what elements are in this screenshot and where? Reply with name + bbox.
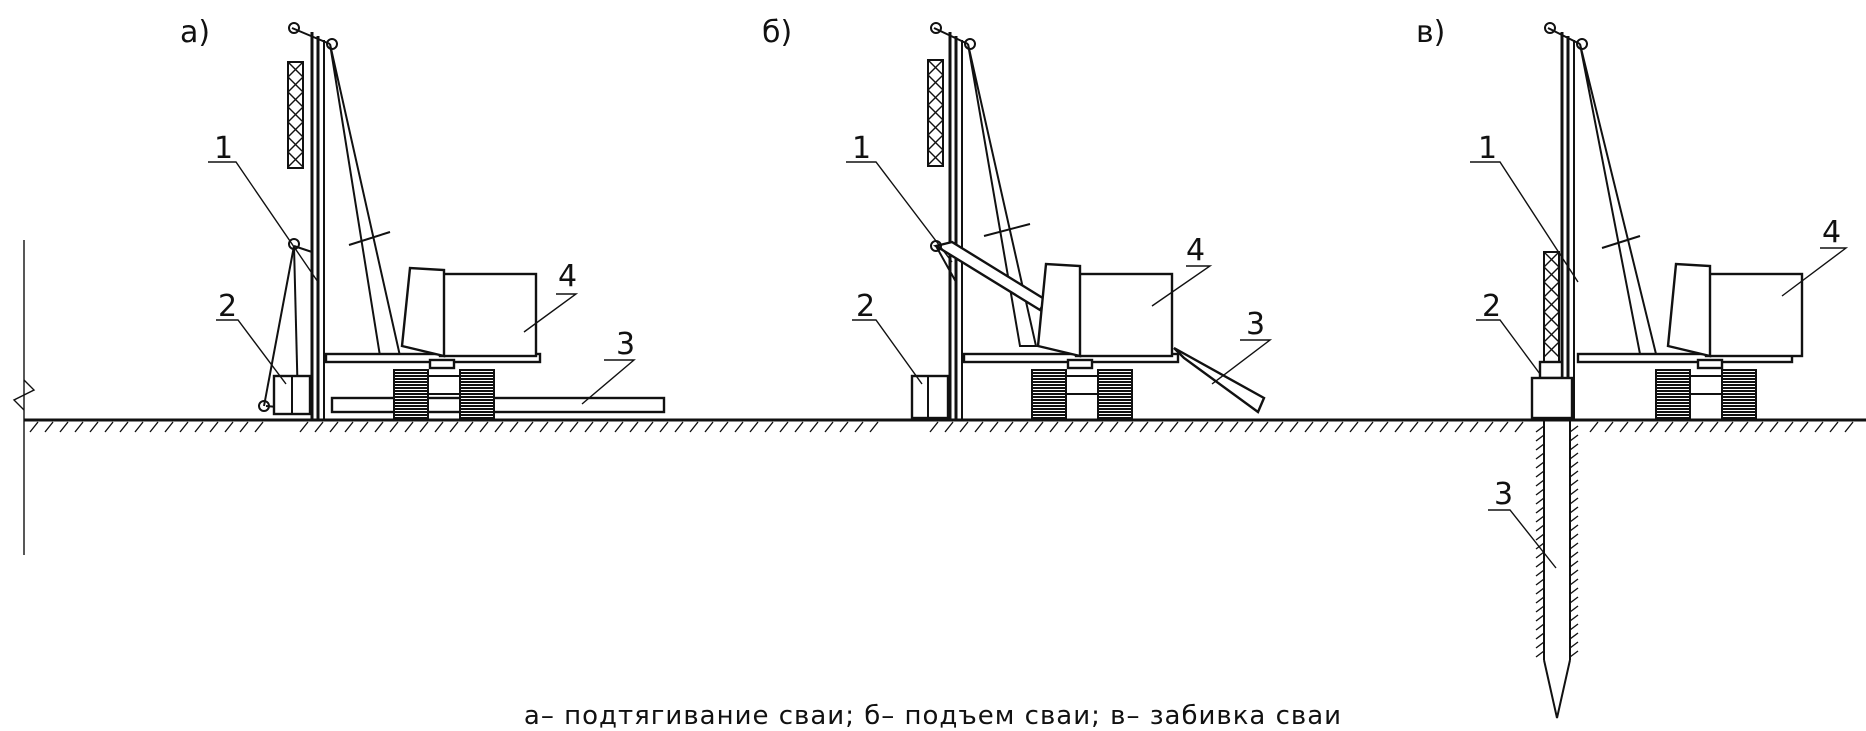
pile-driven-in-ground [1535,420,1579,719]
callout-4: 4 [1186,233,1205,268]
base-machine [962,262,1266,419]
callout-3: 3 [616,327,635,362]
pile-being-lifted [930,240,1048,312]
base-machine [324,266,542,419]
callout-3: 3 [1246,307,1265,342]
head-block [272,374,312,416]
panel-c-label: в) [1416,15,1445,50]
hammer-lattice [927,59,944,167]
panel-c: в) [1416,15,1849,719]
hammer-lattice [287,61,304,169]
figure-caption: а– подтягивание сваи; б– подъем сваи; в–… [524,701,1342,731]
callout-1: 1 [214,131,233,166]
pile-driver-mast [1544,22,1588,420]
panel-b: б) [762,15,1273,420]
panel-b-label: б) [762,15,792,50]
hammer-lattice [1543,251,1560,363]
pile-driver-mast [288,22,338,420]
callout-1: 1 [852,131,871,166]
callout-leaders [846,161,1273,385]
pile-on-ground [330,396,666,414]
callout-1: 1 [1478,131,1497,166]
callout-4: 4 [1822,215,1841,250]
callout-2: 2 [218,289,237,324]
panel-a: а) [180,15,666,420]
callout-2: 2 [856,289,875,324]
mast-brace [329,43,402,357]
pile-driver-mast [930,22,976,420]
base-machine [1576,262,1804,419]
head-block [910,374,950,420]
callout-3: 3 [1494,477,1513,512]
mast-brace [967,43,1038,347]
ground-surface [24,418,1866,433]
head-block [1530,360,1574,420]
callout-leaders [1470,161,1849,569]
callout-2: 2 [1482,289,1501,324]
mast-brace [1579,43,1658,355]
callout-leaders [208,161,636,405]
callout-4: 4 [558,259,577,294]
panel-a-label: а) [180,15,210,50]
section-break-line [12,240,36,555]
